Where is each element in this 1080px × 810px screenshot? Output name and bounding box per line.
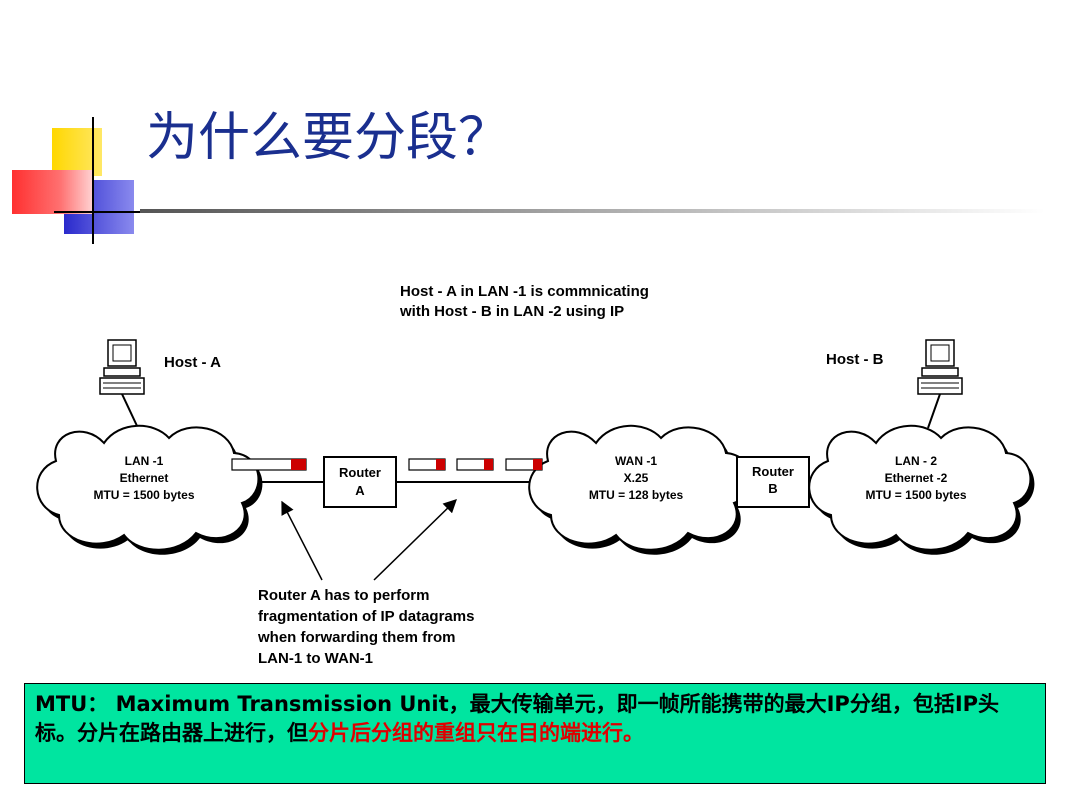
router-a: Router A [323, 456, 397, 508]
host-b-label: Host - B [826, 351, 884, 368]
annotation-line4: LAN-1 to WAN-1 [258, 650, 373, 667]
router-b-line1: Router [752, 464, 794, 479]
mtu-note-text: MTU： Maximum Transmission Unit，最大传输单元，即一… [35, 692, 1000, 745]
annotation-line1: Router A has to perform [258, 587, 429, 604]
slide-logo [12, 117, 1045, 244]
host-b-computer-icon [917, 339, 963, 429]
host-a-computer-icon [99, 339, 145, 429]
title-underline [140, 209, 1045, 213]
annotation-line2: fragmentation of IP datagrams [258, 608, 474, 625]
lan2-mtu: MTU = 1500 bytes [865, 488, 966, 502]
router-a-line2: A [355, 483, 365, 498]
router-a-line1: Router [339, 465, 381, 480]
router-b-line2: B [768, 481, 777, 496]
ip-fragment-2 [456, 458, 494, 471]
wan1-name: WAN -1 [615, 454, 657, 468]
host-a-label: Host - A [164, 354, 221, 371]
diagram-caption-line2: with Host - B in LAN -2 using IP [399, 303, 624, 320]
arrow-to-datagram [281, 500, 323, 581]
ip-datagram-large [231, 458, 307, 471]
logo-red-bar [12, 170, 92, 214]
lan2-name: LAN - 2 [895, 454, 937, 468]
network-diagram: Host - A in LAN -1 is commnicating with … [36, 283, 1035, 667]
diagram-caption-line1: Host - A in LAN -1 is commnicating [400, 283, 649, 300]
lan1-name: LAN -1 [125, 454, 164, 468]
ip-fragment-3 [505, 458, 543, 471]
slide-title: 为什么要分段？ [146, 108, 511, 168]
lan1-cloud: LAN -1 Ethernet MTU = 1500 bytes [36, 424, 263, 555]
mtu-note-highlight: 分片后分组的重组只在目的端进行。 [308, 721, 644, 745]
lan1-mtu: MTU = 1500 bytes [93, 488, 194, 502]
lan1-type: Ethernet [120, 471, 169, 485]
router-b: Router B [736, 456, 810, 508]
arrow-to-fragments [373, 499, 457, 581]
wan1-mtu: MTU = 128 bytes [589, 488, 684, 502]
ip-fragment-1 [408, 458, 446, 471]
lan2-cloud: LAN - 2 Ethernet -2 MTU = 1500 bytes [808, 424, 1035, 555]
mtu-note-box: MTU： Maximum Transmission Unit，最大传输单元，即一… [24, 683, 1046, 784]
lan2-type: Ethernet -2 [885, 471, 948, 485]
wan1-cloud: WAN -1 X.25 MTU = 128 bytes [528, 424, 755, 555]
annotation-line3: when forwarding them from [257, 629, 456, 646]
wan1-type: X.25 [624, 471, 649, 485]
